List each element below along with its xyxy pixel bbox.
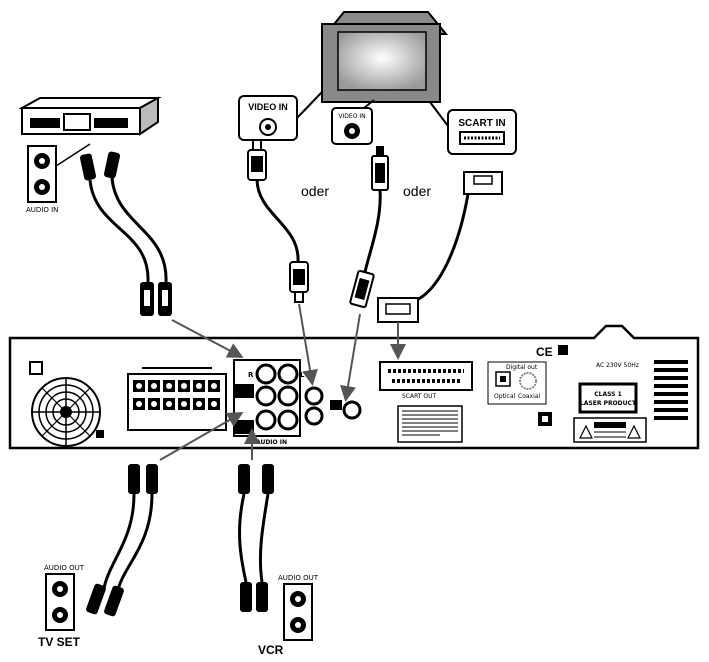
ce-mark: CE	[536, 345, 553, 359]
scart-out-label: SCART OUT	[402, 393, 437, 400]
fan-grille-icon	[31, 377, 101, 447]
optical-label: Optical	[494, 393, 516, 400]
coaxial-label: Coaxial	[518, 393, 540, 400]
scart-out-connector: SCART OUT	[379, 361, 473, 400]
tv-audio-cable	[86, 464, 158, 617]
tv-audio-out-label: AUDIO OUT	[44, 564, 85, 572]
class1-laser-label: CLASS 1 LASER PRODUCT	[578, 382, 638, 414]
digital-out-label: Digital out	[506, 364, 538, 371]
oder-label-2: oder	[403, 183, 431, 199]
vcr-audio-out-callout: AUDIO OUT VCR	[258, 574, 319, 657]
audio-in-label: AUDIO IN	[26, 206, 58, 214]
jack-l-label: L	[300, 371, 305, 379]
class1-line1: CLASS 1	[594, 391, 622, 398]
tv-monitor-icon	[321, 11, 449, 103]
audio-in-panel-label: AUDIO IN	[256, 439, 287, 446]
video-in-callout: VIDEO IN	[238, 91, 323, 141]
cassette-deck-icon	[18, 96, 162, 136]
trademark-notice-label	[397, 405, 463, 443]
jack-r-label: R	[248, 371, 254, 379]
tv-set-label: TV SET	[38, 635, 81, 649]
ac-rating-label: AC 230V 50Hz	[596, 362, 639, 369]
warning-label	[573, 417, 647, 443]
deck-audio-cable	[79, 151, 172, 316]
vcr-label: VCR	[258, 643, 284, 657]
scart-in-label: SCART IN	[458, 118, 505, 129]
oder-label-1: oder	[301, 183, 329, 199]
scart-in-callout: SCART IN	[429, 101, 517, 155]
rf-cable	[349, 146, 389, 309]
connection-arrows	[159, 303, 406, 461]
video-out-jacks	[304, 386, 362, 426]
video-in-label: VIDEO IN	[248, 102, 288, 112]
vcr-audio-cable	[238, 464, 274, 612]
scart-cable	[377, 171, 503, 323]
video-cinch-cable	[247, 139, 309, 303]
tv-audio-out-callout: AUDIO OUT TV SET	[38, 564, 85, 649]
vent-slots	[654, 360, 688, 420]
speaker-terminals	[127, 367, 227, 431]
class1-line2: LASER PRODUCT	[580, 400, 637, 407]
audio-in-jacks: R L AUDIO IN	[233, 359, 305, 446]
video-in-rf-callout: VIDEO IN	[331, 99, 375, 145]
vcr-audio-out-label: AUDIO OUT	[278, 574, 319, 582]
digital-out-section: Digital out Optical Coaxial	[487, 361, 547, 405]
video-in-rf-label: VIDEO IN	[338, 113, 365, 120]
audio-in-callout: AUDIO IN	[26, 143, 91, 214]
